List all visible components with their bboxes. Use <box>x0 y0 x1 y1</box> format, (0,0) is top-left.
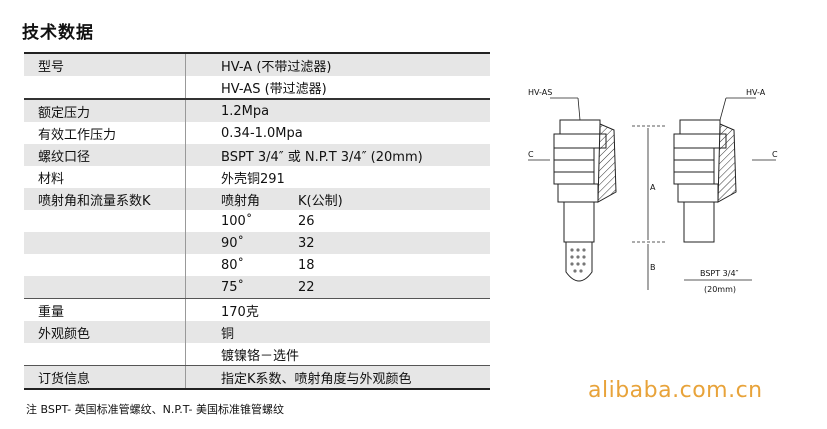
table-row: 重量 170克 <box>24 298 490 321</box>
row-value: 1.2Mpa <box>221 103 270 119</box>
row-value: 指定K系数、喷射角度与外观颜色 <box>221 371 412 387</box>
table-row: 订货信息 指定K系数、喷射角度与外观颜色 <box>24 365 490 388</box>
row-label: 外观颜色 <box>24 321 186 343</box>
label-c-left: C <box>528 150 534 159</box>
row-value: BSPT 3/4″ 或 N.P.T 3/4″ (20mm) <box>221 149 423 165</box>
spray-k: 18 <box>298 257 315 273</box>
table-row: HV-AS (带过滤器) <box>24 76 490 98</box>
label-c-right: C <box>772 150 778 159</box>
label-hva: HV-A <box>746 88 766 97</box>
row-value: HV-AS (带过滤器) <box>221 81 327 97</box>
table-row: 有效工作压力 0.34-1.0Mpa <box>24 122 490 144</box>
spray-k: 32 <box>298 235 315 251</box>
nozzle-hvas <box>553 119 617 282</box>
footnote: 注 BSPT- 英国标准管螺纹、N.P.T- 美国标准锥管螺纹 <box>26 403 284 416</box>
spray-k: 22 <box>298 279 315 295</box>
label-b: B <box>650 263 656 272</box>
spec-table: 型号 HV-A (不带过滤器) HV-AS (带过滤器) 额定压力 1.2Mpa… <box>24 52 490 390</box>
spray-angle: 90˚ <box>221 235 245 251</box>
row-label: 材料 <box>24 166 186 188</box>
label-hvas: HV-AS <box>528 88 552 97</box>
table-row: 材料 外壳铜291 <box>24 166 490 188</box>
table-row: 螺纹口径 BSPT 3/4″ 或 N.P.T 3/4″ (20mm) <box>24 144 490 166</box>
row-label: 有效工作压力 <box>24 122 186 144</box>
row-value: HV-A (不带过滤器) <box>221 59 332 75</box>
row-value: 镀镍铬－选件 <box>221 348 300 364</box>
spray-header-angle: 喷射角 <box>221 193 261 209</box>
row-label: 订货信息 <box>24 366 186 388</box>
spray-angle: 80˚ <box>221 257 245 273</box>
nozzle-diagram: HV-AS HV-A C C A B BSPT 3/4″ (20mm) <box>528 88 778 294</box>
nozzle-hva <box>673 119 737 243</box>
table-row: 型号 HV-A (不带过滤器) <box>24 54 490 76</box>
row-label: 喷射角和流量系数K <box>24 188 186 210</box>
label-bspt: BSPT 3/4″ <box>700 269 739 278</box>
table-row: 镀镍铬－选件 <box>24 343 490 365</box>
row-label: 额定压力 <box>24 100 186 122</box>
table-row: 喷射角和流量系数K 喷射角 K(公制) <box>24 188 490 210</box>
page-title: 技术数据 <box>22 23 94 43</box>
row-label: 重量 <box>24 299 186 321</box>
row-value: 外壳铜291 <box>221 171 285 187</box>
spray-k: 26 <box>298 213 315 229</box>
table-row: 额定压力 1.2Mpa <box>24 98 490 122</box>
row-label: 螺纹口径 <box>24 144 186 166</box>
row-value: 170克 <box>221 304 259 320</box>
watermark: alibaba.com.cn <box>588 378 763 403</box>
table-row: 外观颜色 铜 <box>24 321 490 343</box>
table-row: 90˚ 32 <box>24 232 490 254</box>
table-row: 100˚ 26 <box>24 210 490 232</box>
row-label: 型号 <box>24 54 186 76</box>
spray-angle: 100˚ <box>221 213 253 229</box>
table-row: 75˚ 22 <box>24 276 490 298</box>
table-row: 80˚ 18 <box>24 254 490 276</box>
spray-header-k: K(公制) <box>298 193 343 209</box>
label-a: A <box>650 183 656 192</box>
row-value: 0.34-1.0Mpa <box>221 125 303 141</box>
spray-angle: 75˚ <box>221 279 245 295</box>
label-20mm: (20mm) <box>704 285 736 294</box>
row-value: 铜 <box>221 326 235 342</box>
